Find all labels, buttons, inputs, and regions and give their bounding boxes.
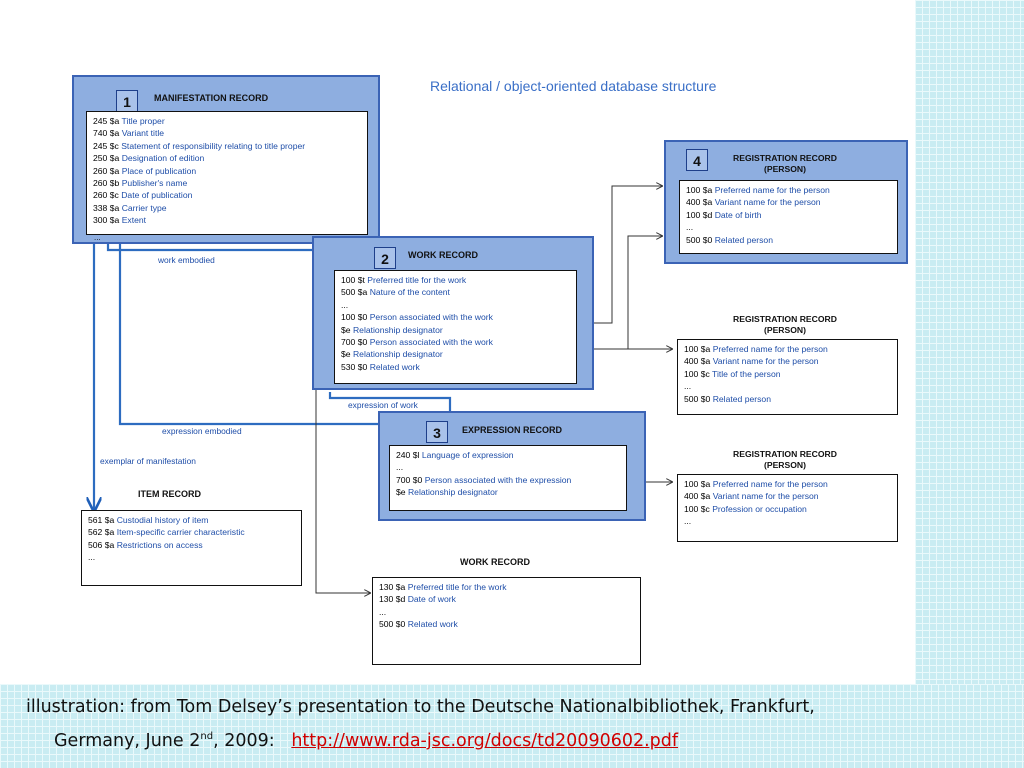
- record-number-badge: 3: [426, 421, 448, 443]
- field-row: 740 $a Variant title: [93, 128, 165, 139]
- field-row: 561 $a Custodial history of item: [88, 515, 209, 525]
- field-row: 506 $a Restrictions on access: [88, 539, 203, 550]
- field-row: 250 $a Designation of edition: [93, 153, 205, 164]
- field-row: 700 $0 Person associated with the expres…: [396, 474, 572, 485]
- field-row: 400 $a Variant name for the person: [686, 197, 821, 208]
- field-row: 562 $a Item-specific carrier characteris…: [88, 527, 245, 538]
- decorative-grid-right: [915, 0, 1024, 768]
- manifestation-ellipsis: ...: [94, 233, 101, 242]
- related-person-link: [627, 236, 662, 349]
- registration-record-3-title: REGISTRATION RECORD(PERSON): [733, 449, 837, 470]
- field-row: 100 $c Title of the person: [684, 368, 781, 379]
- work-record-2-title: WORK RECORD: [460, 557, 530, 567]
- field-row: 530 $0 Related work: [341, 361, 420, 372]
- item-record: 561 $a Custodial history of item 562 $a …: [81, 510, 302, 586]
- field-row: ...: [686, 222, 694, 233]
- record-number-badge: 1: [116, 90, 138, 112]
- field-row: 300 $a Extent: [93, 215, 147, 226]
- field-row: 338 $a Carrier type: [93, 202, 167, 213]
- field-row: 260 $b Publisher's name: [93, 178, 188, 189]
- caption: illustration: from Tom Delsey’s presenta…: [26, 693, 986, 756]
- item-record-title: ITEM RECORD: [138, 489, 201, 499]
- record-number-badge: 4: [686, 149, 708, 171]
- field-row: ...: [341, 299, 349, 310]
- field-row: 500 $0 Related work: [379, 619, 458, 630]
- source-link[interactable]: http://www.rda-jsc.org/docs/td20090602.p…: [291, 730, 679, 751]
- exemplar-of-manifestation-label: exemplar of manifestation: [100, 456, 196, 466]
- field-row: 400 $a Variant name for the person: [684, 491, 819, 502]
- caption-line-2: Germany, June 2nd, 2009: http://www.rda-…: [54, 730, 679, 751]
- field-row: $e Relationship designator: [341, 349, 443, 360]
- caption-line-1: illustration: from Tom Delsey’s presenta…: [26, 697, 815, 717]
- expression-embodied-label: expression embodied: [162, 426, 242, 436]
- manifestation-record-title: MANIFESTATION RECORD: [154, 93, 269, 103]
- diagram-title: Relational / object-oriented database st…: [430, 78, 717, 94]
- field-row: 500 $0 Related person: [684, 393, 771, 404]
- registration-record-2-title: REGISTRATION RECORD(PERSON): [733, 314, 837, 335]
- work-record-title: WORK RECORD: [408, 250, 478, 260]
- field-row: 100 $d Date of birth: [686, 209, 762, 220]
- field-row: 100 $a Preferred name for the person: [684, 479, 828, 489]
- field-row: 400 $a Variant name for the person: [684, 356, 819, 367]
- field-row: ...: [379, 606, 387, 617]
- field-row: ...: [684, 381, 692, 392]
- work-embodied-label: work embodied: [158, 255, 215, 265]
- registration-record-4: 4 REGISTRATION RECORD(PERSON) 100 $a Pre…: [664, 140, 908, 264]
- field-row: 100 $0 Person associated with the work: [341, 312, 493, 323]
- field-row: 130 $a Preferred title for the work: [379, 582, 507, 592]
- registration-record-3: 100 $a Preferred name for the person 400…: [677, 474, 898, 542]
- field-row: 240 $l Language of expression: [396, 450, 514, 460]
- registration-field-list: 100 $a Preferred name for the person 400…: [679, 180, 898, 254]
- decorative-grid-bottom: [0, 684, 1024, 768]
- field-row: 100 $a Preferred name for the person: [686, 185, 830, 195]
- field-row: ...: [88, 552, 96, 563]
- field-row: $e Relationship designator: [396, 487, 498, 498]
- field-row: 130 $d Date of work: [379, 594, 456, 605]
- work-record-2: 130 $a Preferred title for the work 130 …: [372, 577, 641, 665]
- field-row: $e Relationship designator: [341, 324, 443, 335]
- registration-record-2: 100 $a Preferred name for the person 400…: [677, 339, 898, 415]
- field-row: ...: [684, 516, 692, 527]
- field-row: 700 $0 Person associated with the work: [341, 337, 493, 348]
- work-record: 2 WORK RECORD 100 $t Preferred title for…: [312, 236, 594, 390]
- field-row: 100 $a Preferred name for the person: [684, 344, 828, 354]
- expression-record: 3 EXPRESSION RECORD 240 $l Language of e…: [378, 411, 646, 521]
- field-row: 100 $t Preferred title for the work: [341, 275, 467, 285]
- expression-of-work-label: expression of work: [348, 400, 418, 410]
- manifestation-record: 1 MANIFESTATION RECORD 245 $a Title prop…: [72, 75, 380, 244]
- manifestation-field-list: 245 $a Title proper 740 $a Variant title…: [86, 111, 368, 235]
- field-row: 500 $a Nature of the content: [341, 287, 450, 298]
- field-row: 100 $c Profession or occupation: [684, 503, 807, 514]
- registration-record-title: REGISTRATION RECORD(PERSON): [733, 153, 837, 174]
- field-row: 500 $0 Related person: [686, 234, 773, 245]
- work-field-list: 100 $t Preferred title for the work 500 …: [334, 270, 577, 384]
- field-row: 260 $c Date of publication: [93, 190, 193, 201]
- field-row: 260 $a Place of publication: [93, 165, 197, 176]
- field-row: ...: [396, 462, 404, 473]
- expression-of-work-line: [328, 392, 452, 420]
- record-number-badge: 2: [374, 247, 396, 269]
- field-row: 245 $c Statement of responsibility relat…: [93, 140, 306, 151]
- expression-field-list: 240 $l Language of expression ... 700 $0…: [389, 445, 627, 511]
- field-row: 245 $a Title proper: [93, 116, 165, 126]
- expression-record-title: EXPRESSION RECORD: [462, 425, 563, 435]
